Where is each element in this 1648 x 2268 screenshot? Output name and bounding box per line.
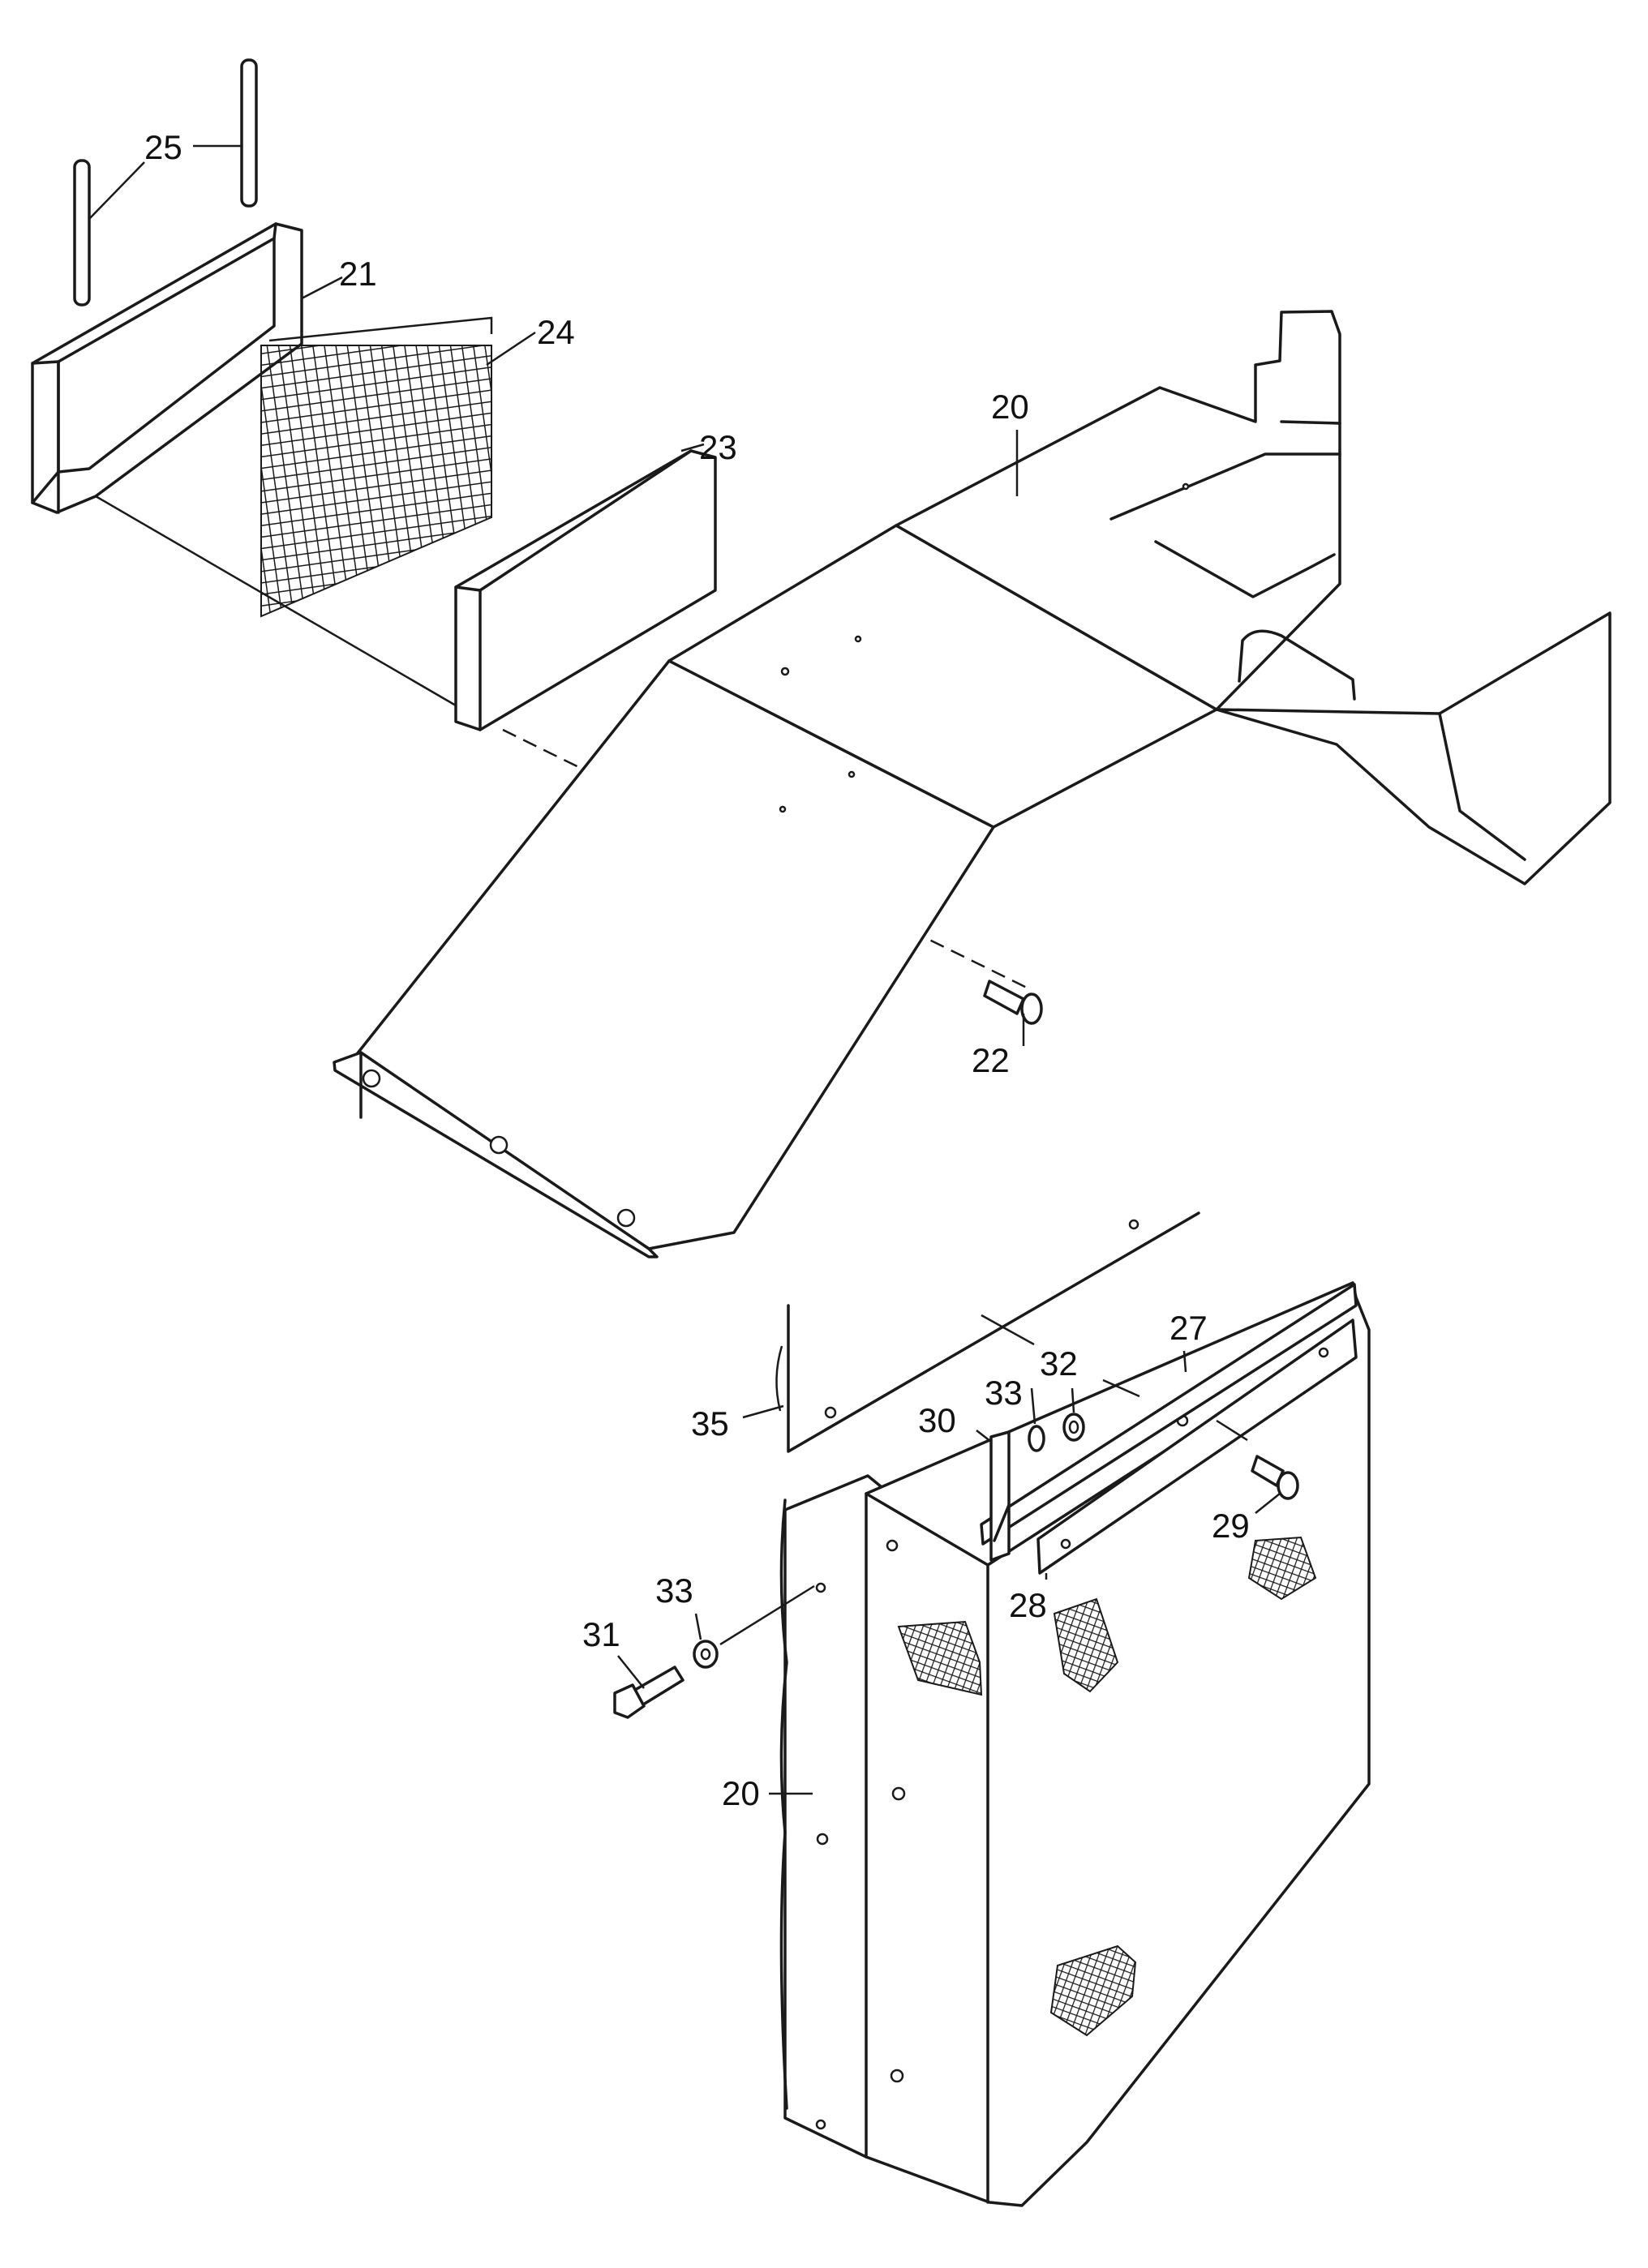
callout-labels: 25 21 24 23 20 22 35 33 32 27 30 29 28 3… (144, 128, 1250, 1812)
callout-35: 35 (691, 1404, 729, 1443)
callout-25: 25 (144, 128, 182, 166)
callout-21: 21 (339, 255, 377, 293)
part-29-bolt (1216, 1419, 1299, 1500)
part-23-filter-pad (454, 449, 717, 731)
callout-29: 29 (1212, 1507, 1250, 1545)
callout-32: 32 (1040, 1344, 1078, 1383)
part-27-strip (980, 1283, 1358, 1546)
callout-20-lower: 20 (722, 1774, 760, 1812)
part-22-bolt (983, 980, 1043, 1025)
callout-28: 28 (1009, 1586, 1047, 1624)
callout-31: 31 (582, 1615, 620, 1653)
washer-alignment (719, 1584, 815, 1646)
callout-20-upper: 20 (991, 388, 1029, 426)
part-33-washer-lower (693, 1640, 719, 1669)
part-24-mesh-screen (260, 316, 493, 618)
part-30-bracket (989, 1430, 1011, 1562)
callout-22: 22 (972, 1041, 1010, 1079)
callout-23: 23 (699, 428, 737, 466)
callout-33-lower: 33 (655, 1571, 693, 1610)
callout-33-upper: 33 (985, 1374, 1023, 1412)
part-31-bolt (613, 1666, 685, 1719)
part-33-washer-upper (1028, 1425, 1045, 1452)
leader-lines (88, 144, 1281, 1795)
part-20-hood (333, 310, 1612, 1258)
part-32-nut (1062, 1413, 1085, 1442)
nut-alignment (981, 1314, 1140, 1398)
part-35-panel (775, 1211, 1200, 1453)
callout-30: 30 (918, 1401, 956, 1439)
callout-27: 27 (1169, 1309, 1208, 1347)
part-28-strip (1036, 1318, 1358, 1575)
callout-24: 24 (537, 313, 575, 351)
part-25-rods (73, 58, 258, 307)
